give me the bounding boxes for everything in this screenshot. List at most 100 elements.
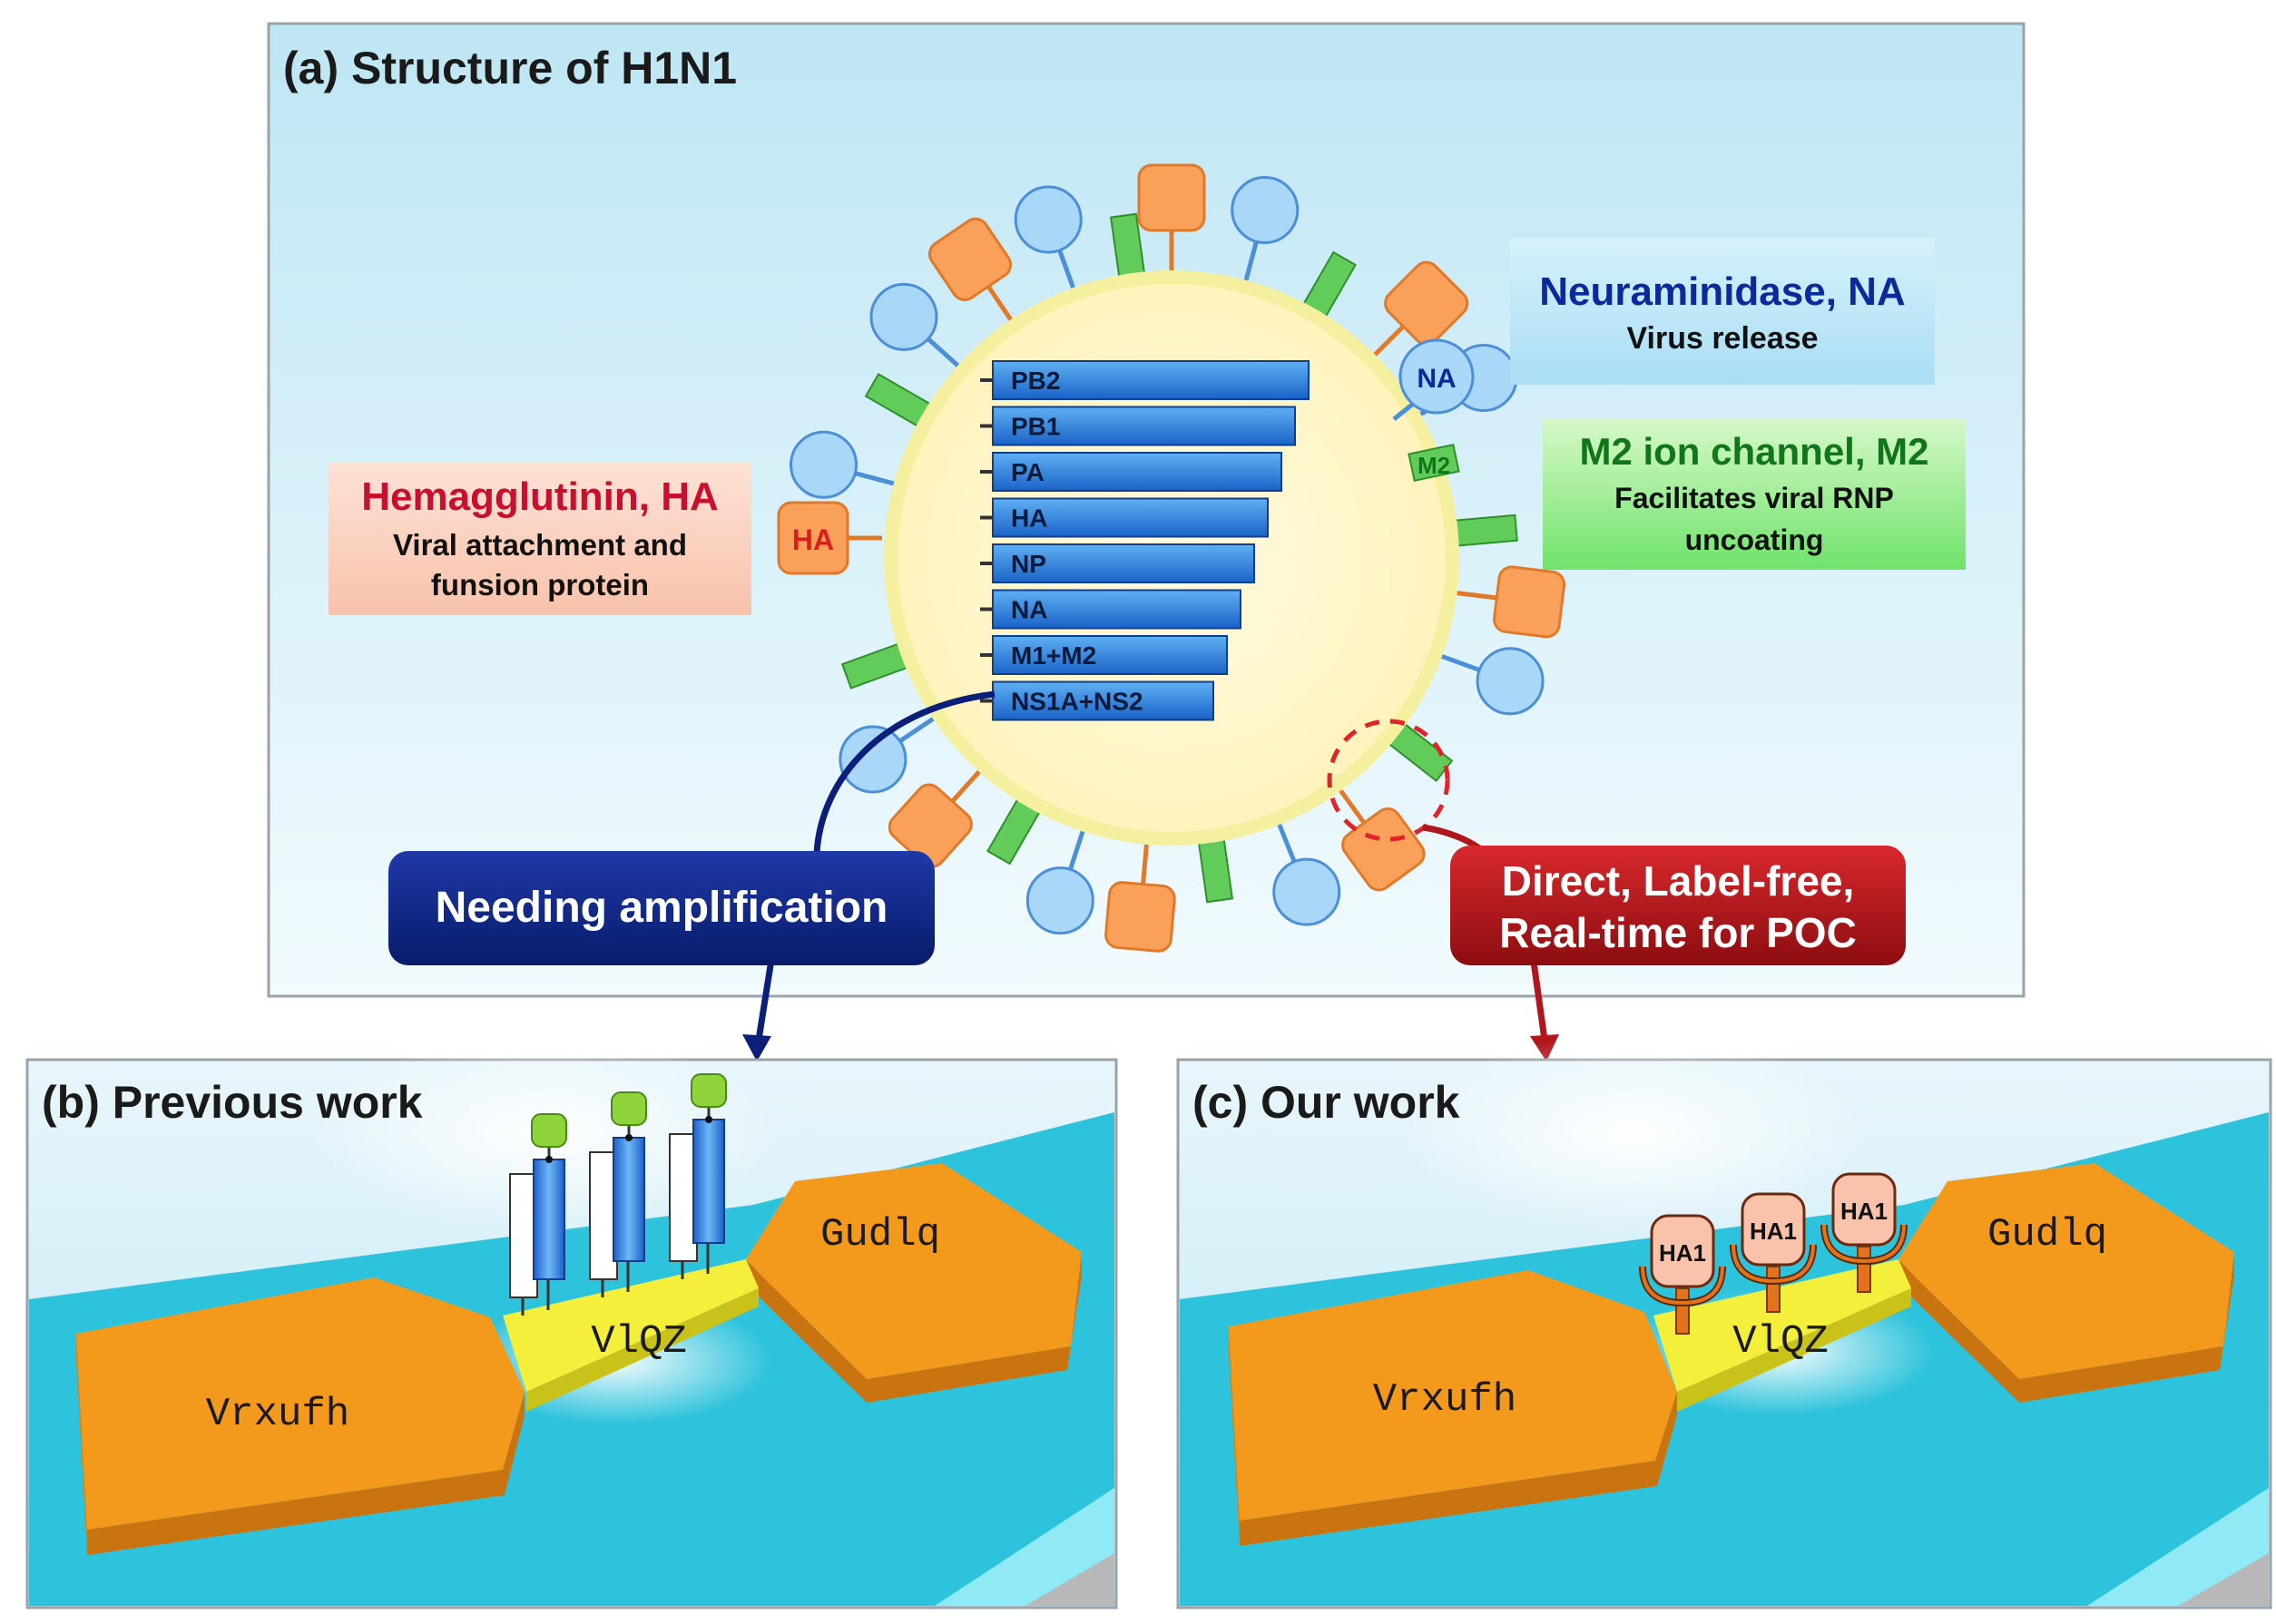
panel-b-floor	[1025, 1553, 1114, 1606]
dna-probe	[589, 1091, 647, 1297]
m2-tag: M2	[1408, 443, 1460, 483]
segment-label: NP	[1011, 550, 1046, 578]
callout-needing-amplification	[388, 851, 935, 965]
segment-ns1a-ns2: NS1A+NS2	[980, 680, 1214, 721]
na-spike	[869, 282, 960, 367]
blue-arrow-line	[755, 959, 775, 1041]
blue-connector	[813, 690, 996, 854]
segment-ha: HA	[980, 497, 1269, 538]
panel-c-source-label: Vrxufh	[1373, 1377, 1516, 1423]
na-spike	[1014, 185, 1083, 289]
ha-spike	[1137, 163, 1206, 270]
panel-b-drain-top	[746, 1163, 1082, 1379]
na-tag: NA	[1392, 338, 1475, 421]
dna-probe	[669, 1073, 727, 1279]
panel-c-substrate-edge	[2087, 1488, 2269, 1606]
panel-c-source-top	[1229, 1270, 1677, 1521]
segment-m1-m2: M1+M2	[980, 635, 1228, 675]
panel-c-source-side-left	[1229, 1326, 1240, 1546]
segment-label: NS1A+NS2	[1011, 688, 1143, 716]
callout-direct-label-free-line1: Direct, Label-free,	[1502, 857, 1855, 905]
panel-b-source-side	[87, 1392, 525, 1555]
ha-tag: HA	[777, 501, 882, 575]
blue-arrowhead	[742, 1034, 771, 1061]
ha-info-title: Hemagglutinin, HA	[361, 474, 719, 519]
segment-label: HA	[1011, 504, 1047, 533]
virus-surface-proteins	[790, 163, 1566, 953]
segment-label: M1+M2	[1011, 641, 1096, 670]
na-spike	[1272, 823, 1341, 926]
segment-na: NA	[980, 589, 1241, 630]
segment-label: PB2	[1011, 367, 1060, 395]
ha1-receptor: HA1	[1639, 1214, 1726, 1335]
na-info-desc: Virus release	[1626, 321, 1818, 356]
segment-label: NA	[1011, 596, 1047, 624]
ha-highlight-ring	[1327, 719, 1450, 842]
segment-label: PB1	[1011, 413, 1060, 441]
na-info-title: Neuraminidase, NA	[1539, 269, 1905, 314]
panel-b-source-top	[76, 1277, 525, 1530]
ha-info-desc-2: funsion protein	[431, 568, 649, 602]
panel-b-probes	[509, 1073, 727, 1316]
ha1-label: HA1	[1840, 1198, 1888, 1225]
panel-b-title: (b) Previous work	[42, 1077, 423, 1128]
segment-pb1: PB1	[980, 406, 1296, 446]
callout-direct-label-free-line2: Real-time for POC	[1499, 909, 1857, 956]
panel-c-channel	[1653, 1259, 1911, 1392]
na-tag-label: NA	[1417, 364, 1456, 394]
panel-b-channel	[503, 1259, 759, 1392]
red-arrow-line	[1530, 961, 1548, 1041]
panel-c-channel-label: VlQZ	[1732, 1319, 1829, 1365]
callout-needing-amplification-text: Needing amplification	[436, 884, 888, 932]
ha-spike	[927, 217, 1013, 321]
panel-a-title: (a) Structure of H1N1	[283, 43, 737, 93]
ha-spike	[1339, 788, 1426, 892]
callout-direct-label-free	[1450, 846, 1906, 965]
m2-tag-label: M2	[1418, 452, 1450, 479]
ha-spike	[1457, 565, 1566, 639]
panel-c-source-side	[1240, 1392, 1677, 1546]
m2-info-title: M2 ion channel, M2	[1579, 430, 1928, 473]
panel-c-title: (c) Our work	[1192, 1077, 1460, 1128]
ha-spike	[1104, 844, 1176, 953]
ha-info-box	[329, 463, 751, 615]
ha-spike	[1373, 260, 1469, 357]
ha1-receptor: HA1	[1730, 1192, 1817, 1313]
na-spike	[1025, 830, 1094, 935]
panel-b-substrate-edge	[935, 1488, 1114, 1606]
panel-b-channel-label: VlQZ	[591, 1319, 687, 1365]
panel-c-drain-side	[1898, 1252, 2234, 1403]
panel-c-drain-label: Gudlq	[1987, 1212, 2107, 1257]
m2-spike	[1452, 514, 1518, 547]
panel-b-source-side-left	[76, 1334, 87, 1555]
ha-tag-label: HA	[792, 523, 834, 556]
ha1-label: HA1	[1750, 1218, 1797, 1245]
panel-c-channel-side	[1677, 1288, 1911, 1412]
m2-info-desc-2: uncoating	[1685, 523, 1824, 556]
na-spike	[1441, 647, 1545, 716]
panel-c-floor	[2178, 1553, 2269, 1606]
m2-info-desc-1: Facilitates viral RNP	[1614, 482, 1894, 514]
na-spike	[839, 717, 935, 794]
dna-probe	[509, 1113, 567, 1316]
na-spike	[790, 430, 895, 499]
panel-c-glow	[1398, 1034, 1869, 1234]
na-spike	[1231, 176, 1300, 281]
panel-b-drain-side	[746, 1252, 1082, 1403]
ha-spike	[888, 769, 981, 868]
segment-np: NP	[980, 543, 1255, 583]
panel-b-drain-label: Gudlq	[820, 1212, 940, 1257]
segment-label: PA	[1011, 458, 1045, 486]
segment-pb2: PB2	[980, 360, 1310, 400]
ha-info-desc-1: Viral attachment and	[393, 528, 687, 562]
m2-info-box	[1543, 419, 1966, 570]
panel-b-channel-side	[526, 1288, 759, 1412]
ha1-label: HA1	[1659, 1239, 1706, 1267]
ha1-receptor: HA1	[1820, 1172, 1908, 1293]
segment-pa: PA	[980, 452, 1282, 492]
panel-c-drain-top	[1898, 1163, 2234, 1379]
panel-b: Gudlq VlQZ Vrxufh (b) Previous work	[25, 1034, 1118, 1609]
